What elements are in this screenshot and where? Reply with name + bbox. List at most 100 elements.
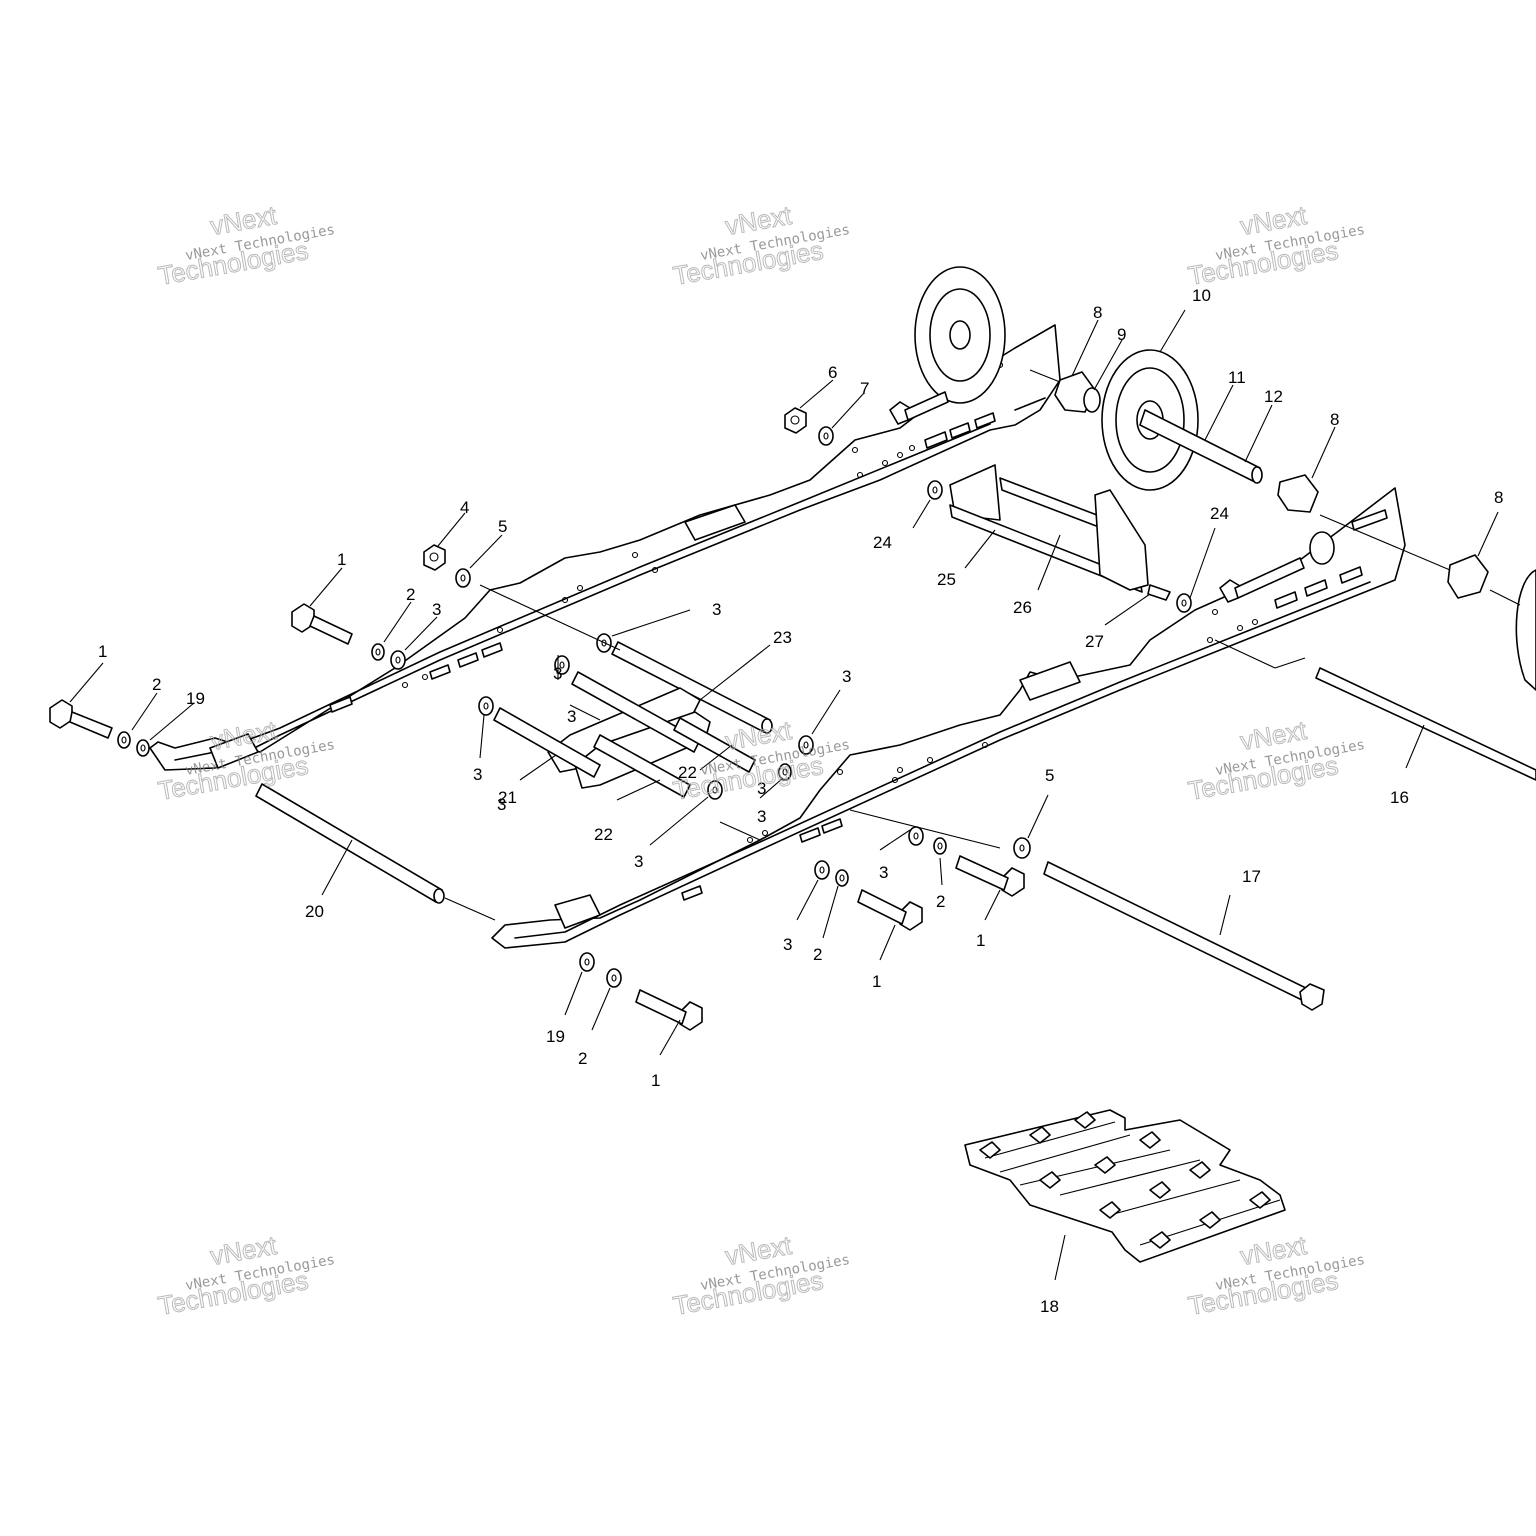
bolt-1-d [857,889,923,931]
callout-label: 1 [651,1071,660,1090]
rail-slot [821,818,843,834]
idler-wheel-right [1515,569,1536,691]
callout-label: 5 [498,517,507,536]
callout-label: 3 [553,664,562,683]
spacer-tubes-22 [493,671,756,798]
callout-label: 16 [1390,788,1409,807]
callout-label: 3 [757,807,766,826]
watermark: vNext vNext Technologies Technologies [1185,714,1366,806]
callout-label: 19 [546,1027,565,1046]
callout-label: 24 [873,533,892,552]
callout-label: 3 [634,852,643,871]
rail-slot [457,652,479,668]
watermark: vNext vNext Technologies Technologies [670,199,851,291]
washers [117,426,1192,988]
right-rail-details [554,509,1388,929]
idler-wheel-left [914,266,1006,404]
callout-label: 17 [1242,867,1261,886]
callout-label: 1 [337,550,346,569]
nut-4 [423,544,446,571]
cross-shaft-20 [255,783,445,904]
spacer-tube-23 [611,641,773,734]
block-8-b [1277,474,1319,513]
rail-slot [974,412,996,429]
rail-slot [1274,591,1298,609]
callout-label: 19 [186,689,205,708]
callout-label: 3 [497,795,506,814]
bolt-1-b [291,603,353,645]
callout-label: 3 [879,863,888,882]
callout-label: 24 [1210,504,1229,523]
rail-slot [1351,509,1388,531]
callout-label: 26 [1013,598,1032,617]
rail-clip [1019,661,1081,701]
callout-label: 5 [1045,766,1054,785]
watermark: vNext vNext Technologies Technologies [1185,199,1366,291]
track-18 [964,1109,1286,1263]
callout-label: 8 [1093,303,1102,322]
callout-label: 7 [860,379,869,398]
nut-6 [784,407,807,434]
rail-slot [1304,579,1328,597]
callout-label: 27 [1085,632,1104,651]
callout-label: 25 [937,570,956,589]
watermark: vNext vNext Technologies Technologies [155,1229,336,1321]
callout-label: 6 [828,363,837,382]
callout-label: 18 [1040,1297,1059,1316]
callout-label: 20 [305,902,324,921]
leader-lines [69,309,1499,1281]
callout-label: 2 [813,945,822,964]
watermark: vNext vNext Technologies Technologies [670,1229,851,1321]
callout-label: 3 [757,779,766,798]
bushing-9 [1083,387,1101,413]
callout-label: 21 [498,788,517,807]
callout-label: 2 [406,585,415,604]
rail-slot [949,422,971,439]
assembly-guide-lines [444,369,1521,921]
callout-label: 4 [460,498,469,517]
bolt-1-a [49,699,113,739]
bolt-rear-left [889,391,949,425]
callout-label: 1 [98,642,107,661]
callout-label: 23 [773,628,792,647]
callout-label: 8 [1330,410,1339,429]
callout-label: 12 [1264,387,1283,406]
watermark: vNext vNext Technologies Technologies [155,199,336,291]
rail-clip [684,504,746,541]
callout-label: 3 [473,765,482,784]
bolt-rear-right [1219,531,1335,603]
callout-labels: 1 1 1 1 1 2 2 2 2 2 3 3 3 3 3 3 3 3 3 3 … [98,286,1503,1316]
callout-label: 3 [712,600,721,619]
rail-slot [681,885,703,901]
callout-label: 3 [567,707,576,726]
callout-label: 11 [1228,368,1246,387]
callout-label: 9 [1117,325,1126,344]
bolt-1-c [955,855,1025,897]
rail-slot [924,431,948,449]
callout-label: 8 [1494,488,1503,507]
long-bolt-16 [1315,667,1536,781]
rail-slot [429,664,451,680]
rail-clip [554,894,601,929]
callout-label: 3 [432,600,441,619]
callout-label: 2 [578,1049,587,1068]
callout-label: 22 [594,825,613,844]
bolt-1-e [635,989,703,1031]
rail-slot [481,642,503,658]
callout-label: 2 [936,892,945,911]
callout-label: 3 [842,667,851,686]
long-bolt-17 [1043,861,1325,1011]
callout-label: 2 [152,675,161,694]
callout-label: 10 [1192,286,1211,305]
rail-clip [209,733,259,769]
rail-slot [1339,566,1363,584]
block-8-c [1447,554,1489,599]
callout-label: 3 [783,935,792,954]
rail-slot [799,827,821,843]
left-rail-details [209,361,1004,769]
rail-slot [329,696,353,713]
callout-label: 22 [678,763,697,782]
right-rail [491,487,1406,949]
